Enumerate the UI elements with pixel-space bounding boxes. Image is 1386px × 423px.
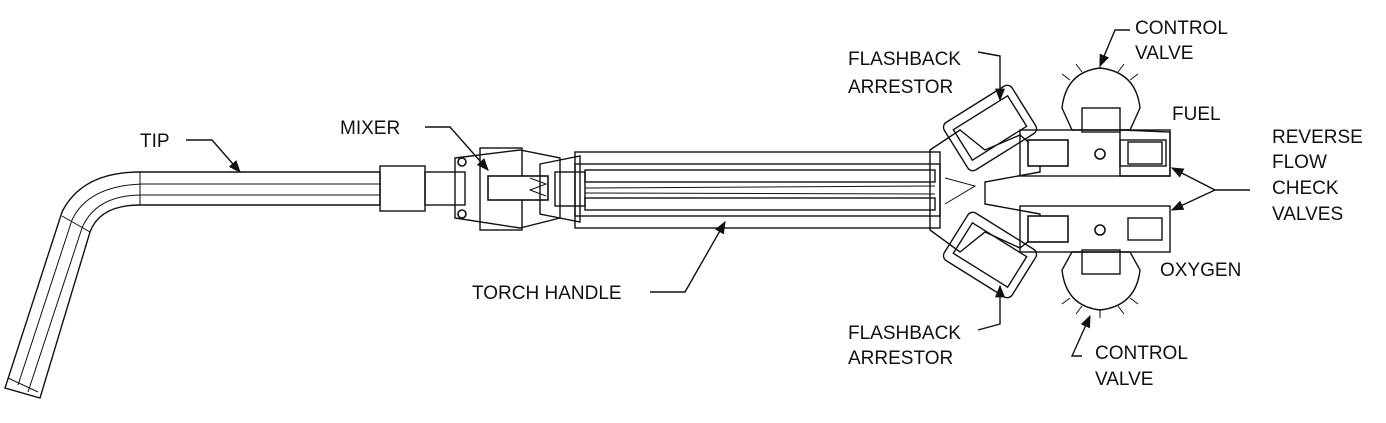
mixer-assembly <box>379 147 586 231</box>
label-tip: TIP <box>140 131 170 152</box>
label-control-top-line1: CONTROL <box>1135 18 1228 39</box>
label-torch-handle: TORCH HANDLE <box>472 283 622 304</box>
leader-lines <box>186 29 1250 357</box>
oxygen-valve-body <box>1019 205 1171 253</box>
fuel-valve-body <box>1019 129 1171 177</box>
label-mixer: MIXER <box>340 118 400 139</box>
label-control-bottom-line2: VALVE <box>1095 369 1153 390</box>
label-reverse-line1: REVERSE <box>1272 127 1363 148</box>
label-control-bottom-line1: CONTROL <box>1095 343 1188 364</box>
control-valve-knob-top <box>1061 60 1141 133</box>
labels: TIP MIXER TORCH HANDLE FLASHBACK ARRESTO… <box>140 18 1363 390</box>
label-flashback-top-line1: FLASHBACK <box>848 49 961 70</box>
label-flashback-top-line2: ARRESTOR <box>848 77 953 98</box>
label-flashback-bottom-line1: FLASHBACK <box>848 323 961 344</box>
label-oxygen: OXYGEN <box>1160 260 1241 281</box>
label-control-top-line2: VALVE <box>1135 43 1193 64</box>
control-valve-knob-bottom <box>1061 249 1141 318</box>
torch-head <box>929 129 1041 253</box>
label-flashback-bottom-line2: ARRESTOR <box>848 348 953 369</box>
label-reverse-line2: FLOW <box>1272 152 1327 173</box>
torch-handle-body <box>574 151 941 229</box>
tip-tube <box>4 171 381 399</box>
label-reverse-line3: CHECK <box>1272 178 1339 199</box>
flashback-arrestor-bottom <box>942 211 1038 299</box>
flashback-arrestor-top <box>942 84 1038 172</box>
label-reverse-line4: VALVES <box>1272 204 1343 225</box>
label-fuel: FUEL <box>1172 104 1221 125</box>
